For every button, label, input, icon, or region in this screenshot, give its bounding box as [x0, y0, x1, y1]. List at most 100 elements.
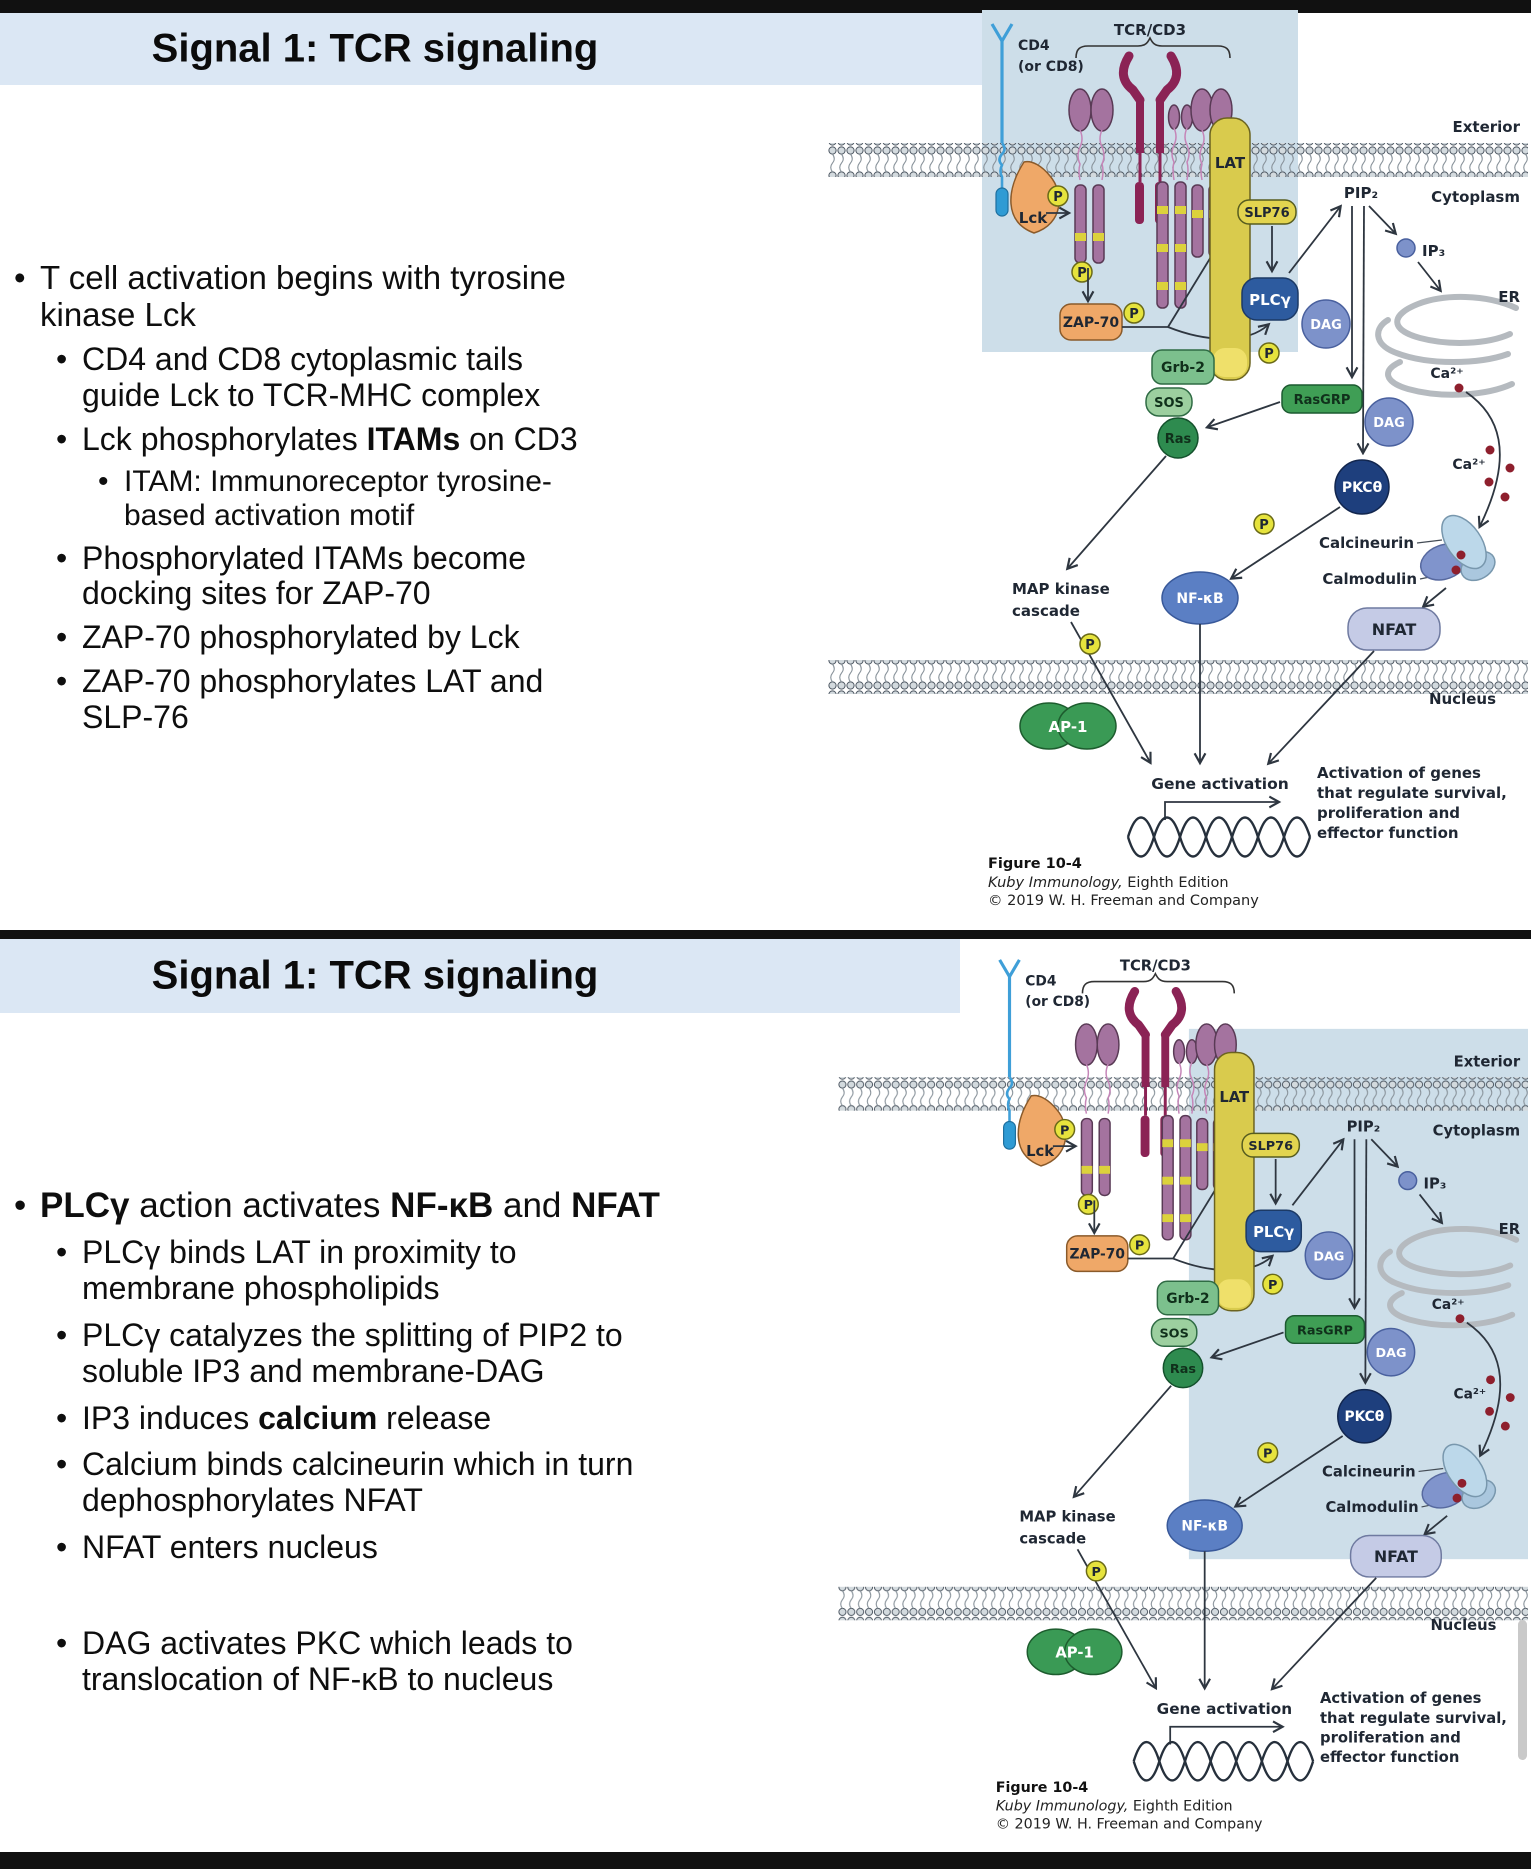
phosphorylation-p2: P — [1071, 261, 1092, 300]
tcr-brace — [1081, 971, 1236, 994]
svg-text:that regulate survival,: that regulate survival, — [1320, 1710, 1507, 1727]
svg-text:P: P — [1135, 1239, 1144, 1254]
lck-label: Lck — [1026, 1143, 1055, 1160]
bullet-marker: • — [56, 1399, 68, 1436]
slide2-title: Signal 1: TCR signaling — [151, 953, 599, 998]
cd3-subunits — [1074, 1023, 1237, 1067]
svg-text:P: P — [1129, 307, 1139, 322]
bullet-marker: • — [56, 663, 68, 700]
zap70-label: ZAP-70 — [1070, 1247, 1125, 1263]
svg-text:SOS: SOS — [1159, 1326, 1188, 1341]
cd4-coreceptor: CD4 (or CD8) — [990, 23, 1084, 217]
bullet-item: •PLCγ catalyzes the splitting of PIP2 to… — [0, 1316, 840, 1390]
phosphorylation-p6: P — [1257, 1442, 1279, 1464]
lck-protein: Lck — [1010, 160, 1060, 234]
bottom-black-bar — [0, 1852, 1531, 1869]
svg-text:Grb-2: Grb-2 — [1166, 1291, 1209, 1307]
slide-divider-bar — [0, 930, 1531, 939]
exterior-label: Exterior — [1454, 1053, 1521, 1070]
bullet-marker: • — [56, 340, 68, 377]
svg-text:AP-1: AP-1 — [1048, 718, 1087, 736]
pkc-circle: PKCθ — [1334, 459, 1390, 515]
dag-circle-1: DAG — [1301, 299, 1351, 349]
lat-label: LAT — [1219, 1089, 1249, 1106]
rasgrp-box: RasGRP — [1284, 1314, 1366, 1345]
phosphorylation-p4: P — [1262, 1273, 1284, 1295]
cd4-label: CD4 — [1025, 974, 1056, 990]
figure-caption: Figure 10-4 Kuby Immunology, Eighth Edit… — [996, 1780, 1263, 1832]
calcineurin-calmodulin-complex: Calcineurin Calmodulin — [1322, 1443, 1497, 1516]
plcg-box: PLCγ — [1245, 1209, 1303, 1253]
nucleus-label: Nucleus — [1429, 690, 1496, 708]
pkc-circle: PKCθ — [1337, 1388, 1392, 1444]
cd8-label: (or CD8) — [1018, 59, 1084, 75]
gene-activation-label: Gene activation — [1151, 775, 1289, 793]
endoplasmic-reticulum — [1377, 1225, 1520, 1329]
dna-helix — [1126, 816, 1312, 858]
slide2-bullet-list: •PLCγ action activates NF-κB and NFAT •PL… — [0, 1186, 840, 1708]
tcr-signaling-pathway-figure: Exterior Cytoplasm Nucleus CD4 (or CD8) … — [828, 10, 1528, 909]
nuclear-membrane — [838, 1586, 1528, 1621]
nfat-box: NFAT — [1349, 1534, 1442, 1578]
slp76-label: SLP76 — [1244, 206, 1289, 221]
lat-bar: LAT — [1209, 117, 1251, 381]
svg-text:Ras: Ras — [1170, 1362, 1196, 1377]
calcium-label-1: Ca²⁺ — [1430, 366, 1463, 382]
cytoplasm-label: Cytoplasm — [1433, 1122, 1520, 1139]
svg-text:Grb-2: Grb-2 — [1161, 360, 1205, 376]
ras-circle: Ras — [1157, 417, 1199, 459]
cd8-label: (or CD8) — [1025, 994, 1090, 1010]
bullet-item: •PLCγ action activates NF-κB and NFAT — [0, 1186, 840, 1225]
promoter-arrow — [1164, 802, 1278, 820]
bullet-text: ZAP-70 phosphorylates LAT and SLP-76 — [82, 663, 544, 735]
calcium-ion — [1454, 383, 1464, 393]
nfat-to-gene-arrow — [1269, 650, 1375, 763]
bullet-marker: • — [14, 259, 26, 296]
phosphorylation-p5: P — [1085, 1560, 1107, 1582]
bullet-item: •PLCγ binds LAT in proximity to membrane… — [0, 1234, 840, 1307]
slide1-figure: Exterior Cytoplasm Nucleus CD4 (or CD8) … — [828, 10, 1528, 930]
tcr-signaling-pathway-figure: Exterior Cytoplasm Nucleus CD4 (or CD8) … — [838, 958, 1528, 1832]
zap70-box: ZAP-70 — [1065, 1235, 1129, 1273]
zap70-label: ZAP-70 — [1063, 315, 1120, 331]
bullet-text: CD4 and CD8 cytoplasmic tails guide Lck … — [82, 340, 541, 413]
nuclear-membrane — [828, 660, 1528, 694]
calcium-ions — [1484, 445, 1515, 502]
bullet-marker: • — [56, 1624, 68, 1661]
rasgrp-to-ras-arrow — [1213, 1331, 1284, 1357]
svg-text:Kuby Immunology, Eighth Editio: Kuby Immunology, Eighth Edition — [996, 1799, 1233, 1815]
svg-text:Calcineurin: Calcineurin — [1322, 1463, 1416, 1480]
bullet-marker: • — [56, 1528, 68, 1565]
svg-text:© 2019 W. H. Freeman and Compa: © 2019 W. H. Freeman and Company — [996, 1816, 1263, 1832]
svg-text:proliferation and: proliferation and — [1320, 1730, 1461, 1747]
svg-text:RasGRP: RasGRP — [1297, 1323, 1353, 1338]
dag-circle-2: DAG — [1364, 397, 1414, 447]
bullet-item: •ZAP-70 phosphorylated by Lck — [0, 619, 800, 656]
bullet-text: ITAM: Immunoreceptor tyrosine- based act… — [124, 465, 552, 532]
endoplasmic-reticulum — [1375, 293, 1519, 398]
bullet-text: IP3 induces calcium release — [82, 1399, 492, 1436]
svg-text:cascade: cascade — [1019, 1530, 1086, 1547]
svg-text:NFAT: NFAT — [1374, 1547, 1418, 1566]
bullet-marker: • — [56, 1316, 68, 1353]
map-kinase-label: MAP kinase cascade — [1012, 580, 1110, 620]
ip3-to-er-arrow — [1417, 261, 1440, 290]
phosphorylation-p1: P — [1052, 1118, 1075, 1147]
scrollbar-thumb[interactable] — [1518, 1620, 1527, 1760]
bullet-item: •T cell activation begins with tyrosine … — [0, 259, 800, 334]
svg-text:Activation of genes: Activation of genes — [1320, 1690, 1482, 1707]
slp76-label: SLP76 — [1248, 1139, 1293, 1154]
slide1-title: Signal 1: TCR signaling — [151, 26, 599, 71]
tcr-cd3-label: TCR/CD3 — [1120, 958, 1191, 975]
nfkb-oval: NF-κB — [1161, 571, 1239, 625]
svg-text:Calmodulin: Calmodulin — [1322, 570, 1417, 588]
bullet-marker: • — [56, 619, 68, 656]
calcium-release-arc — [1465, 391, 1501, 526]
ap1-shape: AP-1 — [1019, 702, 1117, 750]
calcineurin-calmodulin-complex: Calcineurin Calmodulin — [1319, 514, 1496, 588]
map-kinase-label: MAP kinase cascade — [1019, 1509, 1115, 1548]
bullet-item: •Lck phosphorylates ITAMs on CD3 — [0, 421, 800, 458]
svg-text:P: P — [1268, 1278, 1277, 1293]
pkc-to-nfkb-arrow — [1232, 506, 1341, 578]
promoter-arrow — [1169, 1727, 1281, 1745]
